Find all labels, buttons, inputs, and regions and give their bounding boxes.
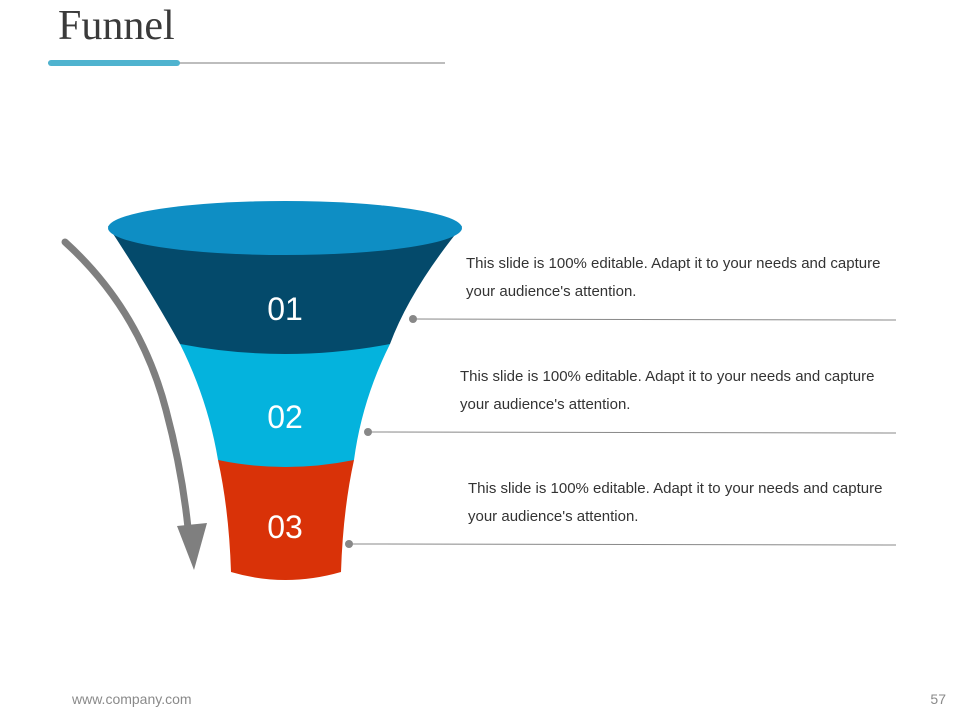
flow-arrow-curve bbox=[61, 238, 192, 532]
connector-dot-2 bbox=[364, 428, 372, 436]
funnel-rim bbox=[108, 201, 462, 255]
page-number: 57 bbox=[930, 691, 946, 707]
title-underline bbox=[48, 62, 445, 64]
stage-3-description: This slide is 100% editable. Adapt it to… bbox=[468, 480, 883, 525]
connector-line-3 bbox=[348, 543, 897, 546]
slide-title: Funnel bbox=[58, 3, 175, 49]
connector-line-2 bbox=[367, 431, 897, 434]
connector-dot-1 bbox=[409, 315, 417, 323]
stage-1-description: This slide is 100% editable. Adapt it to… bbox=[466, 255, 881, 300]
funnel-stage-3 bbox=[218, 453, 354, 580]
stage-2-description: This slide is 100% editable. Adapt it to… bbox=[460, 368, 875, 413]
connector-line-1 bbox=[412, 318, 897, 321]
funnel-stage-1 bbox=[108, 226, 462, 354]
stage-1-number: 01 bbox=[267, 291, 303, 327]
connector-dot-3 bbox=[345, 540, 353, 548]
stage-3-number: 03 bbox=[267, 509, 303, 545]
stage-2-number: 02 bbox=[267, 399, 303, 435]
funnel-stage-2 bbox=[180, 334, 390, 467]
footer-url: www.company.com bbox=[72, 691, 192, 707]
flow-arrow-head bbox=[177, 523, 207, 570]
title-underline-accent bbox=[48, 60, 180, 66]
